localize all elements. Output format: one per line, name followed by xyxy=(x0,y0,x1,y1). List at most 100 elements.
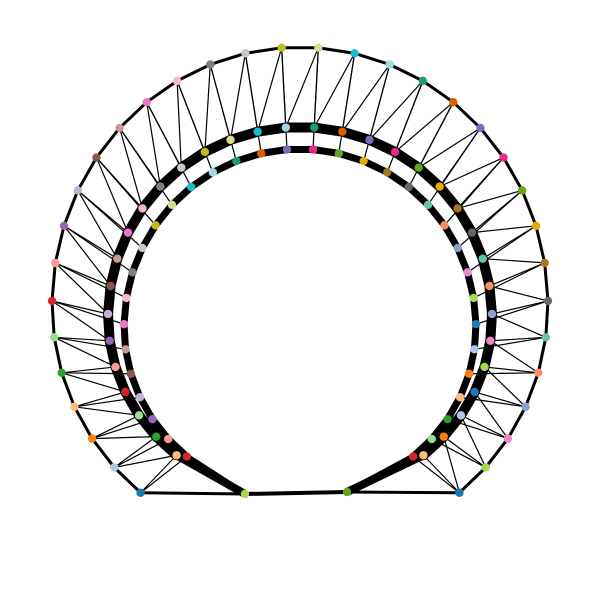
ring-edge xyxy=(164,435,191,461)
spoke-edge xyxy=(244,52,262,154)
spoke-edge xyxy=(491,300,549,315)
spoke-edge xyxy=(431,438,487,469)
graph-node-outer xyxy=(314,43,323,52)
graph-node-middle xyxy=(113,254,122,263)
graph-node-outer xyxy=(503,434,513,443)
graph-node-inner xyxy=(119,319,129,329)
spoke-edge xyxy=(483,366,539,374)
spoke-edge xyxy=(51,300,111,342)
graph-node-outer xyxy=(543,296,553,306)
graph-node-middle xyxy=(281,123,290,132)
graph-node-inner xyxy=(167,200,177,210)
graph-node-inner xyxy=(427,434,436,444)
spoke-edge xyxy=(51,300,109,315)
ring-edge xyxy=(128,244,146,276)
graph-node-inner xyxy=(469,293,478,303)
spoke-edge xyxy=(176,80,214,173)
ring-edge xyxy=(502,156,524,192)
graph-node-inner xyxy=(453,243,462,253)
spoke-edge xyxy=(176,80,182,169)
spoke-edge xyxy=(54,262,109,315)
graph-node-inner xyxy=(455,393,465,402)
ring-edge xyxy=(90,437,116,469)
spoke-edge xyxy=(491,313,547,338)
spoke-edge xyxy=(412,455,461,494)
graph-node-outer xyxy=(534,368,543,378)
graph-node-middle xyxy=(390,147,400,157)
spoke-edge xyxy=(95,156,129,234)
spoke-edge xyxy=(475,300,549,325)
graph-node-middle xyxy=(365,135,374,145)
ring-edge xyxy=(454,244,472,276)
graph-node-middle xyxy=(470,387,479,397)
ring-edge xyxy=(520,188,538,228)
spoke-edge xyxy=(471,225,537,234)
ring-edge xyxy=(76,156,98,192)
ring-edge xyxy=(168,183,195,209)
graph-node-base xyxy=(240,489,250,499)
graph-node-inner xyxy=(440,221,449,230)
spoke-edge xyxy=(474,391,509,440)
graph-node-outer xyxy=(47,296,57,306)
graph-node-base xyxy=(342,487,352,497)
base-edge xyxy=(345,490,461,495)
ring-edge xyxy=(72,405,94,441)
graph-node-outer xyxy=(51,258,60,268)
graph-node-inner xyxy=(464,369,474,378)
spoke-edge xyxy=(73,406,140,416)
spoke-edge xyxy=(53,336,111,342)
ring-edge xyxy=(353,51,392,66)
ring-edge xyxy=(145,79,179,104)
graph-node-outer xyxy=(350,49,359,58)
graph-node-inner xyxy=(282,145,292,154)
ring-edge xyxy=(120,294,130,328)
spoke-edge xyxy=(489,340,539,374)
graph-node-outer xyxy=(277,43,286,52)
ring-edge xyxy=(534,224,547,265)
graph-node-inner xyxy=(308,145,318,154)
spoke-edge xyxy=(482,258,546,264)
ring-edge xyxy=(428,415,452,443)
graph-node-outer xyxy=(521,402,530,412)
graph-node-middle xyxy=(253,127,262,136)
graph-node-middle xyxy=(485,281,494,291)
spoke-edge xyxy=(91,414,140,440)
graph-node-inner xyxy=(443,414,452,424)
spoke-edge xyxy=(338,52,356,154)
graph-node-middle xyxy=(478,254,487,263)
graph-node-outer xyxy=(172,76,182,86)
graph-node-inner xyxy=(151,221,160,230)
spoke-edge xyxy=(119,127,144,210)
ring-edge xyxy=(440,221,462,252)
spoke-edge xyxy=(483,366,527,408)
graph-node-inner xyxy=(126,369,136,378)
graph-node-middle xyxy=(310,123,319,132)
graph-node-middle xyxy=(134,411,144,420)
graph-node-outer xyxy=(57,368,66,378)
graph-node-middle xyxy=(453,204,462,213)
graph-node-inner xyxy=(359,156,368,166)
nodes-layer xyxy=(47,43,553,499)
graph-node-outer xyxy=(136,488,145,497)
ring-edge xyxy=(53,224,66,265)
graph-node-middle xyxy=(226,135,235,145)
spoke-edge xyxy=(51,300,125,325)
ring-edge xyxy=(309,145,343,157)
graph-node-middle xyxy=(177,163,186,172)
ring-edge xyxy=(388,62,425,83)
ring-edge xyxy=(484,437,510,469)
ring-edge xyxy=(543,261,550,303)
graph-node-inner xyxy=(470,345,479,354)
ring-edge xyxy=(50,299,56,339)
base-edge xyxy=(183,453,248,497)
spoke-edge xyxy=(281,47,288,151)
spoke-edge xyxy=(368,80,424,141)
ring-edge xyxy=(424,201,448,229)
spoke-edge xyxy=(488,262,546,287)
spoke-edge xyxy=(63,225,134,273)
graph-node-middle xyxy=(467,228,477,237)
ring-edge xyxy=(94,126,122,160)
graph-node-inner xyxy=(257,149,266,158)
ring-edge xyxy=(409,435,436,461)
graph-node-inner xyxy=(463,268,472,277)
